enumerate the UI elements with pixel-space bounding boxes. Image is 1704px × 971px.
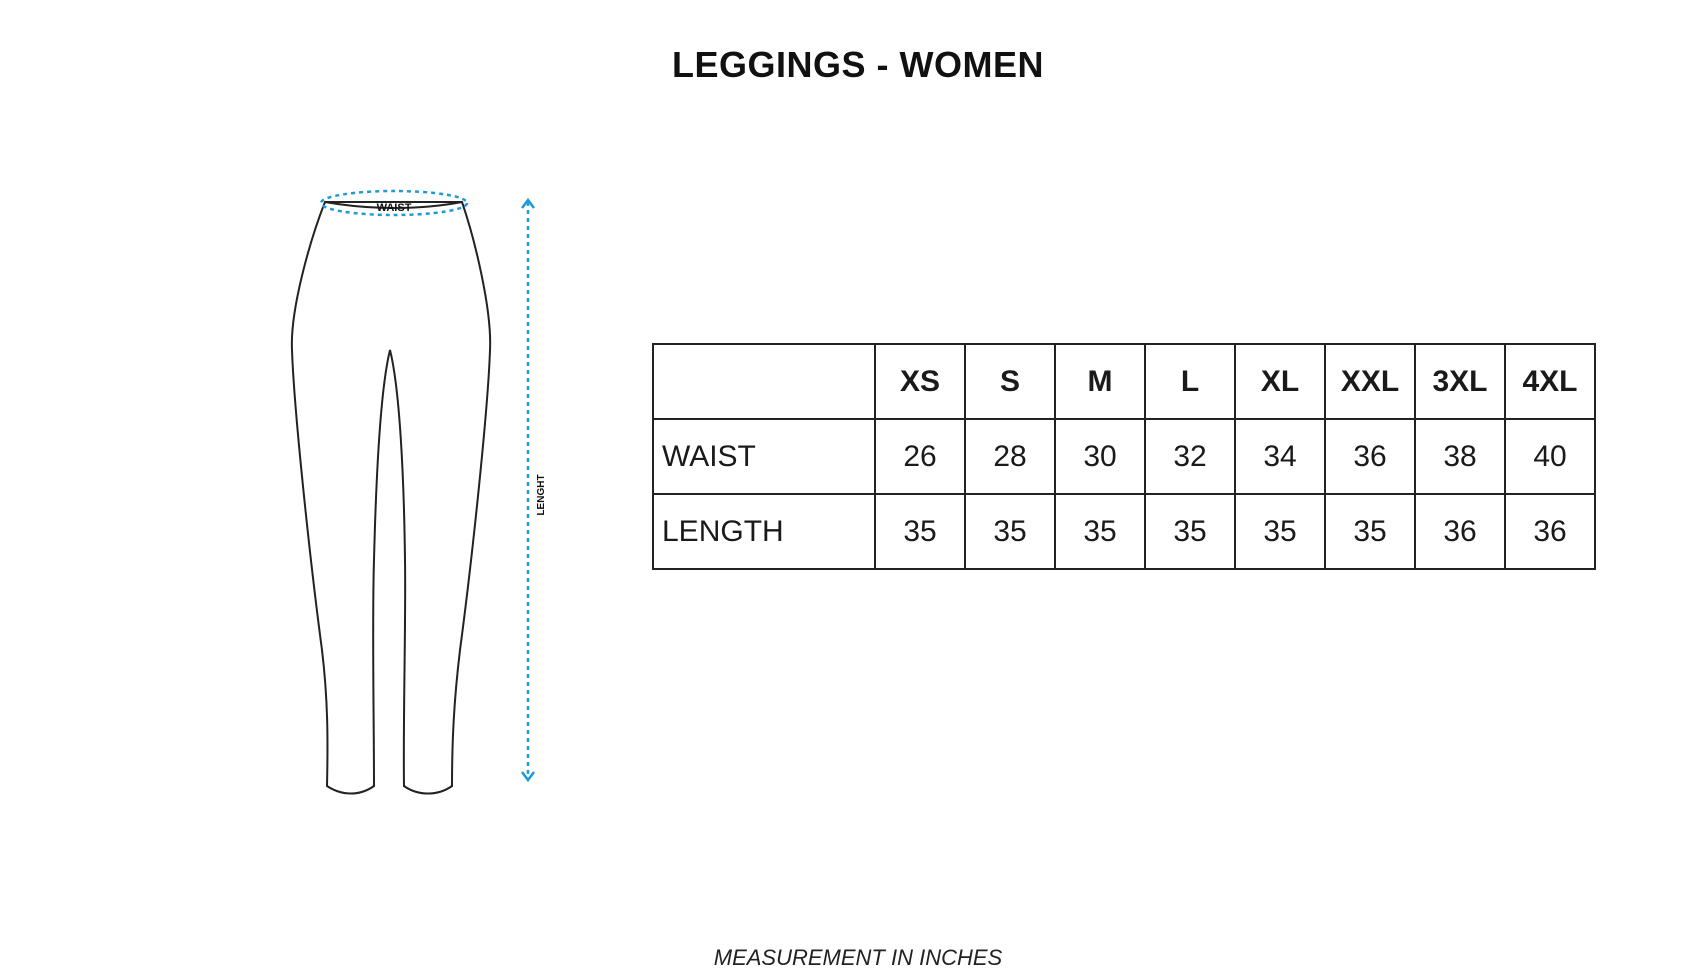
- table-cell: 40: [1504, 418, 1596, 495]
- table-row-length: LENGTH 35 35 35 35 35 35 36 36: [652, 493, 1596, 570]
- table-corner-cell: [652, 343, 876, 420]
- size-header-3xl: 3XL: [1414, 343, 1506, 420]
- table-cell: 28: [964, 418, 1056, 495]
- table-cell: 36: [1504, 493, 1596, 570]
- table-cell: 36: [1324, 418, 1416, 495]
- measurement-note: MEASUREMENT IN INCHES: [713, 945, 1003, 970]
- length-arrow-bottom-icon: [521, 771, 535, 783]
- table-cell: 34: [1234, 418, 1326, 495]
- table-cell: 38: [1414, 418, 1506, 495]
- table-cell: 35: [964, 493, 1056, 570]
- size-header-s: S: [964, 343, 1056, 420]
- table-cell: 35: [1054, 493, 1146, 570]
- table-cell: 32: [1144, 418, 1236, 495]
- row-label-length: LENGTH: [652, 493, 876, 570]
- table-cell: 26: [874, 418, 966, 495]
- leggings-outline: [290, 201, 492, 795]
- table-header-row: XS S M L XL XXL 3XL 4XL: [652, 343, 1596, 420]
- length-arrow-top-icon: [521, 197, 535, 209]
- page-title: LEGGINGS - WOMEN: [672, 44, 1044, 85]
- table-row-waist: WAIST 26 28 30 32 34 36 38 40: [652, 418, 1596, 495]
- table-cell: 35: [1324, 493, 1416, 570]
- leggings-diagram: WAIST LENGHT: [280, 180, 580, 800]
- size-header-m: M: [1054, 343, 1146, 420]
- size-header-4xl: 4XL: [1504, 343, 1596, 420]
- size-header-xl: XL: [1234, 343, 1326, 420]
- waist-measure-line: [319, 189, 469, 217]
- table-cell: 35: [1234, 493, 1326, 570]
- size-header-l: L: [1144, 343, 1236, 420]
- length-label: LENGHT: [536, 474, 547, 515]
- waist-label: WAIST: [377, 202, 412, 214]
- leggings-illustration: WAIST LENGHT: [290, 189, 547, 795]
- row-label-waist: WAIST: [652, 418, 876, 495]
- table-cell: 35: [874, 493, 966, 570]
- size-header-xs: XS: [874, 343, 966, 420]
- size-chart-table: XS S M L XL XXL 3XL 4XL WAIST 26 28 30 3…: [652, 343, 1596, 570]
- waistband-line: [324, 201, 463, 209]
- size-header-xxl: XXL: [1324, 343, 1416, 420]
- table-cell: 30: [1054, 418, 1146, 495]
- table-cell: 35: [1144, 493, 1236, 570]
- table-cell: 36: [1414, 493, 1506, 570]
